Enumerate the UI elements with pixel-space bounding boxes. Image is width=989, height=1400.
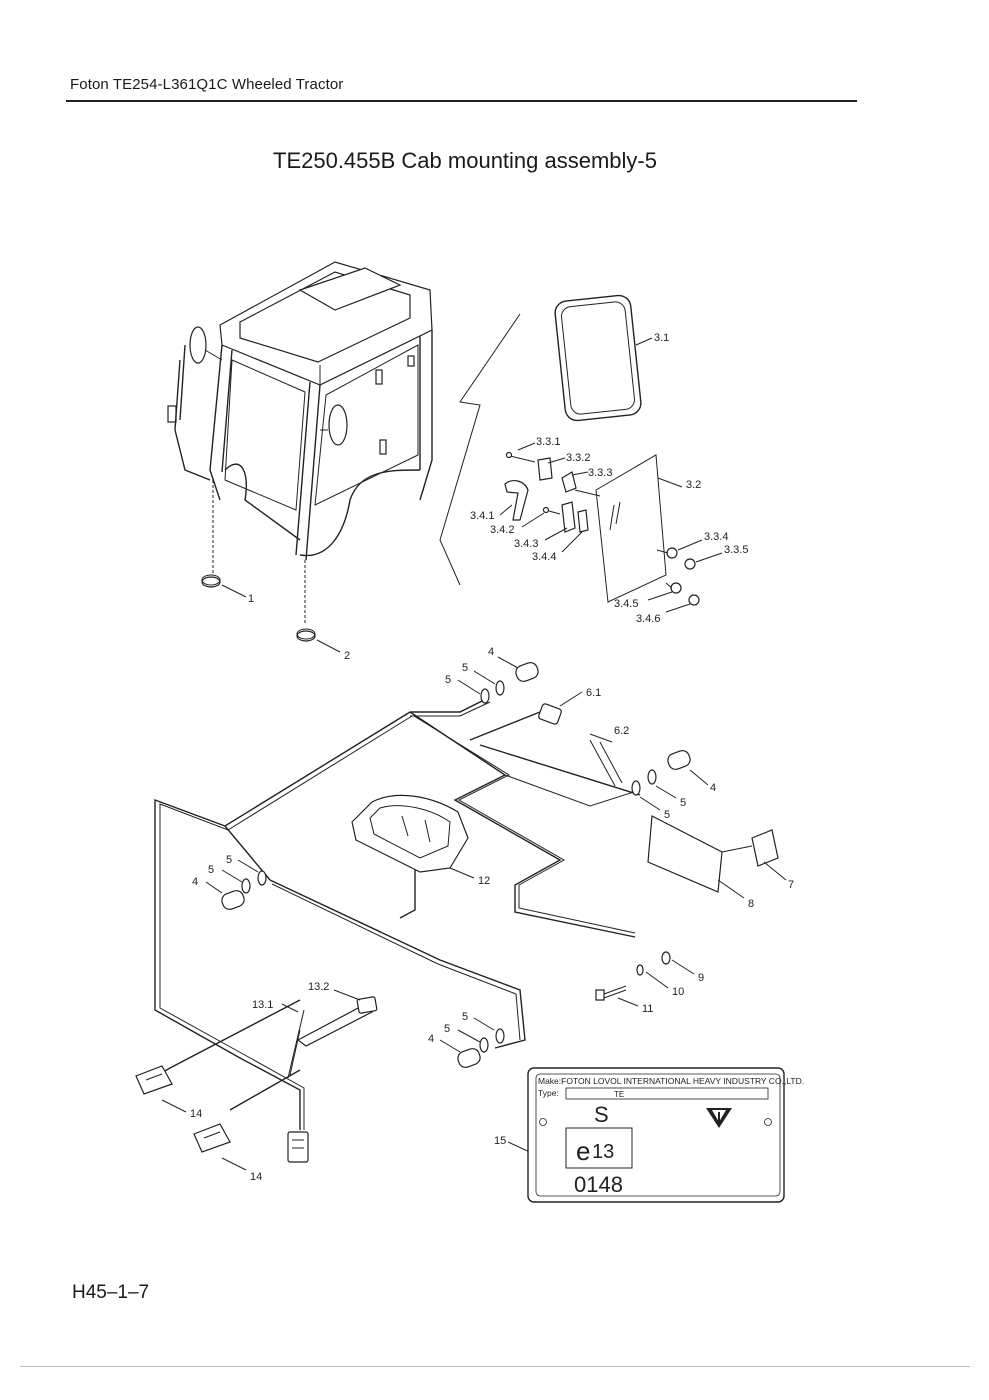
callout-3-4-4: 3.4.4: [532, 551, 556, 563]
callout-3-3-4: 3.3.4: [704, 531, 728, 543]
callout-5-left-a: 5: [226, 854, 232, 866]
handle-parts-3-4: [504, 480, 700, 606]
mount-plate-8: [647, 815, 745, 899]
page-code: H45–1–7: [72, 1282, 150, 1303]
rivet-hole-left: [539, 1118, 547, 1126]
callout-3-4-1: 3.4.1: [470, 510, 494, 522]
callout-2: 2: [344, 650, 350, 662]
callout-3-3-1: 3.3.1: [536, 436, 560, 448]
callout-3-1: 3.1: [654, 332, 669, 344]
cab-mount-2: [296, 628, 341, 653]
callout-4-bottom: 4: [428, 1033, 434, 1045]
junction-box-7: [721, 829, 787, 881]
console-12: [351, 794, 475, 879]
callout-9: 9: [698, 972, 704, 984]
window-seal-3-1: [554, 294, 653, 422]
nameplate-approval: 0148: [574, 1172, 623, 1197]
nameplate-make: Make:FOTON LOVOL INTERNATIONAL HEAVY IND…: [538, 1076, 804, 1086]
bottom-rule: [20, 1366, 970, 1367]
callout-5-top-a: 5: [462, 662, 468, 674]
callout-11: 11: [642, 1003, 653, 1015]
callout-13-2: 13.2: [308, 981, 329, 993]
callout-4-top: 4: [488, 646, 494, 658]
rivet-hole-right: [764, 1118, 772, 1126]
work-lamp-14-upper: [135, 1065, 187, 1113]
diagram-title: TE250.455B Cab mounting assembly-5: [273, 148, 657, 173]
callout-14-upper: 14: [190, 1108, 202, 1120]
callout-6-1: 6.1: [586, 687, 601, 699]
cab-mount-1: [201, 574, 247, 598]
callout-1: 1: [248, 593, 254, 605]
callout-3-3-2: 3.3.2: [566, 452, 590, 464]
callout-3-4-5: 3.4.5: [614, 598, 638, 610]
nameplate-s-mark: S: [594, 1102, 609, 1127]
callout-3-4-3: 3.4.3: [514, 538, 538, 550]
callout-8: 8: [748, 898, 754, 910]
header-rule: [66, 100, 857, 102]
marker-light-left: [205, 859, 267, 910]
callout-5-top-b: 5: [445, 674, 451, 686]
callout-3-4-2: 3.4.2: [490, 524, 514, 536]
nameplate-15: Make:FOTON LOVOL INTERNATIONAL HEAVY IND…: [527, 1067, 804, 1203]
washer-10: [636, 964, 669, 989]
plug-connector: [287, 1131, 309, 1163]
wiring-harness: [149, 697, 641, 1130]
nameplate-e-mark: e: [576, 1136, 590, 1166]
callout-5-right-a: 5: [680, 797, 686, 809]
callout-3-2: 3.2: [686, 479, 701, 491]
header-title: Foton TE254-L361Q1C Wheeled Tractor: [70, 76, 344, 93]
callout-3-4-6: 3.4.6: [636, 613, 660, 625]
harness-13: [281, 989, 378, 1079]
callout-6-2: 6.2: [614, 725, 629, 737]
callout-12: 12: [478, 875, 490, 887]
connector-6-1: [538, 691, 613, 743]
callout-3-3-5: 3.3.5: [724, 544, 748, 556]
callout-10: 10: [672, 986, 684, 998]
callout-5-bottom-b: 5: [444, 1023, 450, 1035]
cab-frame: [167, 261, 433, 625]
callout-13-1: 13.1: [252, 999, 273, 1011]
window-leaders: [499, 442, 723, 613]
callout-7: 7: [788, 879, 794, 891]
bolt-11: [595, 985, 639, 1007]
callout-14-lower: 14: [250, 1171, 262, 1183]
work-lamp-14-lower: [193, 1123, 247, 1171]
callout-4-left: 4: [192, 876, 198, 888]
marker-light-top: [457, 656, 539, 704]
callout-15: 15: [494, 1135, 506, 1147]
hinge-parts-3-3: [505, 451, 601, 497]
nameplate-e-number: 13: [592, 1141, 614, 1163]
callout-5-bottom-a: 5: [462, 1011, 468, 1023]
nameplate-type-value: TE: [614, 1090, 624, 1099]
washer-9: [661, 951, 695, 975]
callout-5-right-b: 5: [664, 809, 670, 821]
nameplate-type-label: Type:: [538, 1088, 559, 1098]
foton-logo-icon: [706, 1108, 732, 1128]
callout-3-3-3: 3.3.3: [588, 467, 612, 479]
callout-5-left-b: 5: [208, 864, 214, 876]
marker-light-bottom: [439, 1017, 505, 1068]
marker-light-right: [631, 750, 709, 811]
callout-4-right: 4: [710, 782, 716, 794]
window-glass-3-2: [595, 454, 683, 603]
